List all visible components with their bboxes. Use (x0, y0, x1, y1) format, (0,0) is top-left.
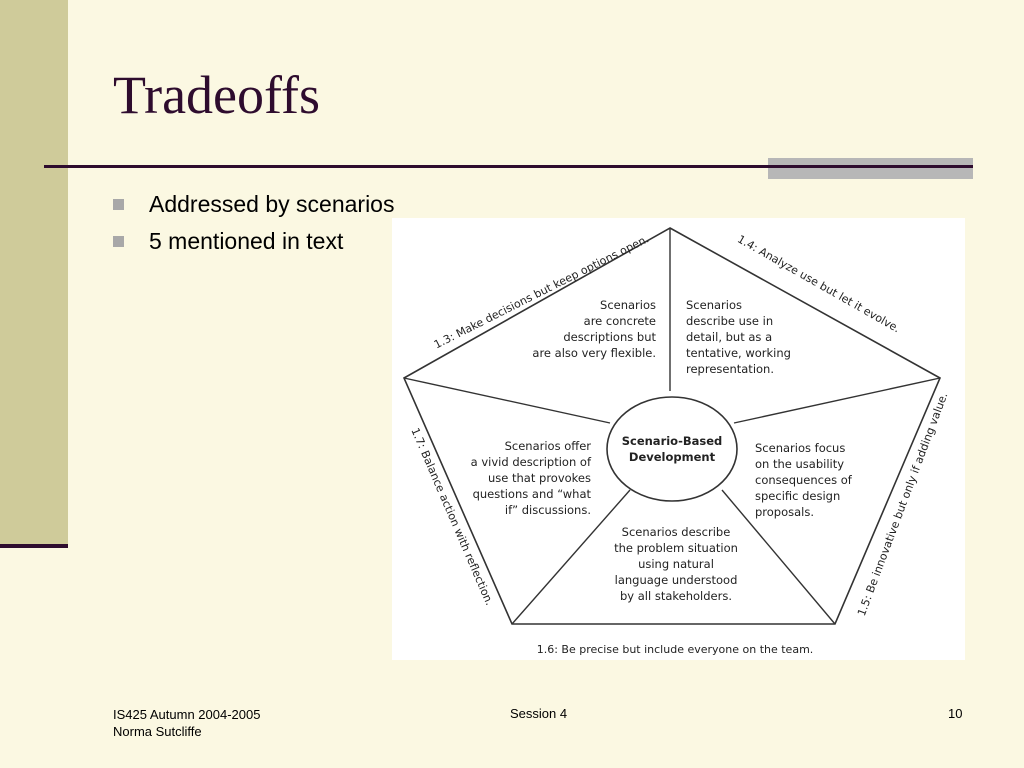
title-accent-bar (768, 158, 973, 179)
bullet-text: 5 mentioned in text (149, 228, 344, 254)
cell-left-line: use that provokes (488, 471, 591, 485)
cell-top-right-line: describe use in (686, 314, 773, 328)
cell-right-line: proposals. (755, 505, 814, 519)
cell-left-line: questions and “what (473, 487, 592, 501)
bullet-text: Addressed by scenarios (149, 191, 395, 217)
cell-right-line: consequences of (755, 473, 853, 487)
tradeoffs-diagram: Scenario-Based Development Scenarios are… (392, 218, 965, 660)
edge-label-1-7: 1.7: Balance action with reflection. (408, 426, 496, 607)
edge-label-1-5: 1.5: Be innovative but only if adding va… (855, 391, 951, 618)
bullet-item: 5 mentioned in text (113, 223, 394, 260)
footer-author: Norma Sutcliffe (113, 724, 202, 739)
center-label-line: Development (629, 450, 716, 464)
center-ellipse (606, 396, 738, 502)
spoke-line (721, 489, 836, 625)
left-accent-band (0, 0, 68, 548)
spoke-line (733, 377, 941, 424)
cell-top-left-line: Scenarios (600, 298, 656, 312)
footer-session: Session 4 (510, 706, 568, 721)
cell-bottom-line: Scenarios describe (622, 525, 731, 539)
spoke-line (511, 489, 631, 625)
center-label-line: Scenario-Based (622, 434, 723, 448)
cell-bottom-line: using natural (638, 557, 714, 571)
cell-top-right-line: detail, but as a (686, 330, 772, 344)
cell-top-left-line: are also very flexible. (532, 346, 656, 360)
footer-page-number: 10 (948, 706, 963, 721)
cell-top-left-line: are concrete (584, 314, 656, 328)
square-bullet-icon (113, 236, 124, 247)
cell-top-right-line: representation. (686, 362, 774, 376)
cell-bottom-line: by all stakeholders. (620, 589, 732, 603)
pentagon-diagram-svg: Scenario-Based Development Scenarios are… (402, 227, 951, 656)
footer-course: IS425 Autumn 2004-2005 (113, 707, 261, 722)
edge-label-1-6: 1.6: Be precise but include everyone on … (537, 643, 814, 656)
bullet-item: Addressed by scenarios (113, 186, 394, 223)
cell-top-right-line: Scenarios (686, 298, 742, 312)
square-bullet-icon (113, 199, 124, 210)
cell-right-line: specific design (755, 489, 840, 503)
cell-right-line: on the usability (755, 457, 844, 471)
cell-left-line: a vivid description of (471, 455, 592, 469)
pentagon-outline (402, 227, 942, 625)
cell-left-line: Scenarios offer (505, 439, 592, 453)
title-accent-rule (768, 165, 973, 168)
slide-title: Tradeoffs (113, 65, 321, 125)
cell-bottom-line: the problem situation (614, 541, 738, 555)
footer-course-info: IS425 Autumn 2004-2005 Norma Sutcliffe (113, 706, 260, 740)
left-band-rule (0, 544, 68, 548)
cell-right-line: Scenarios focus (755, 441, 845, 455)
cell-left-line: if” discussions. (505, 503, 591, 517)
cell-top-left-line: descriptions but (563, 330, 656, 344)
spoke-line (403, 377, 611, 424)
bullet-list: Addressed by scenarios 5 mentioned in te… (113, 186, 394, 260)
cell-top-right-line: tentative, working (686, 346, 791, 360)
cell-bottom-line: language understood (615, 573, 738, 587)
title-underline (44, 165, 804, 168)
